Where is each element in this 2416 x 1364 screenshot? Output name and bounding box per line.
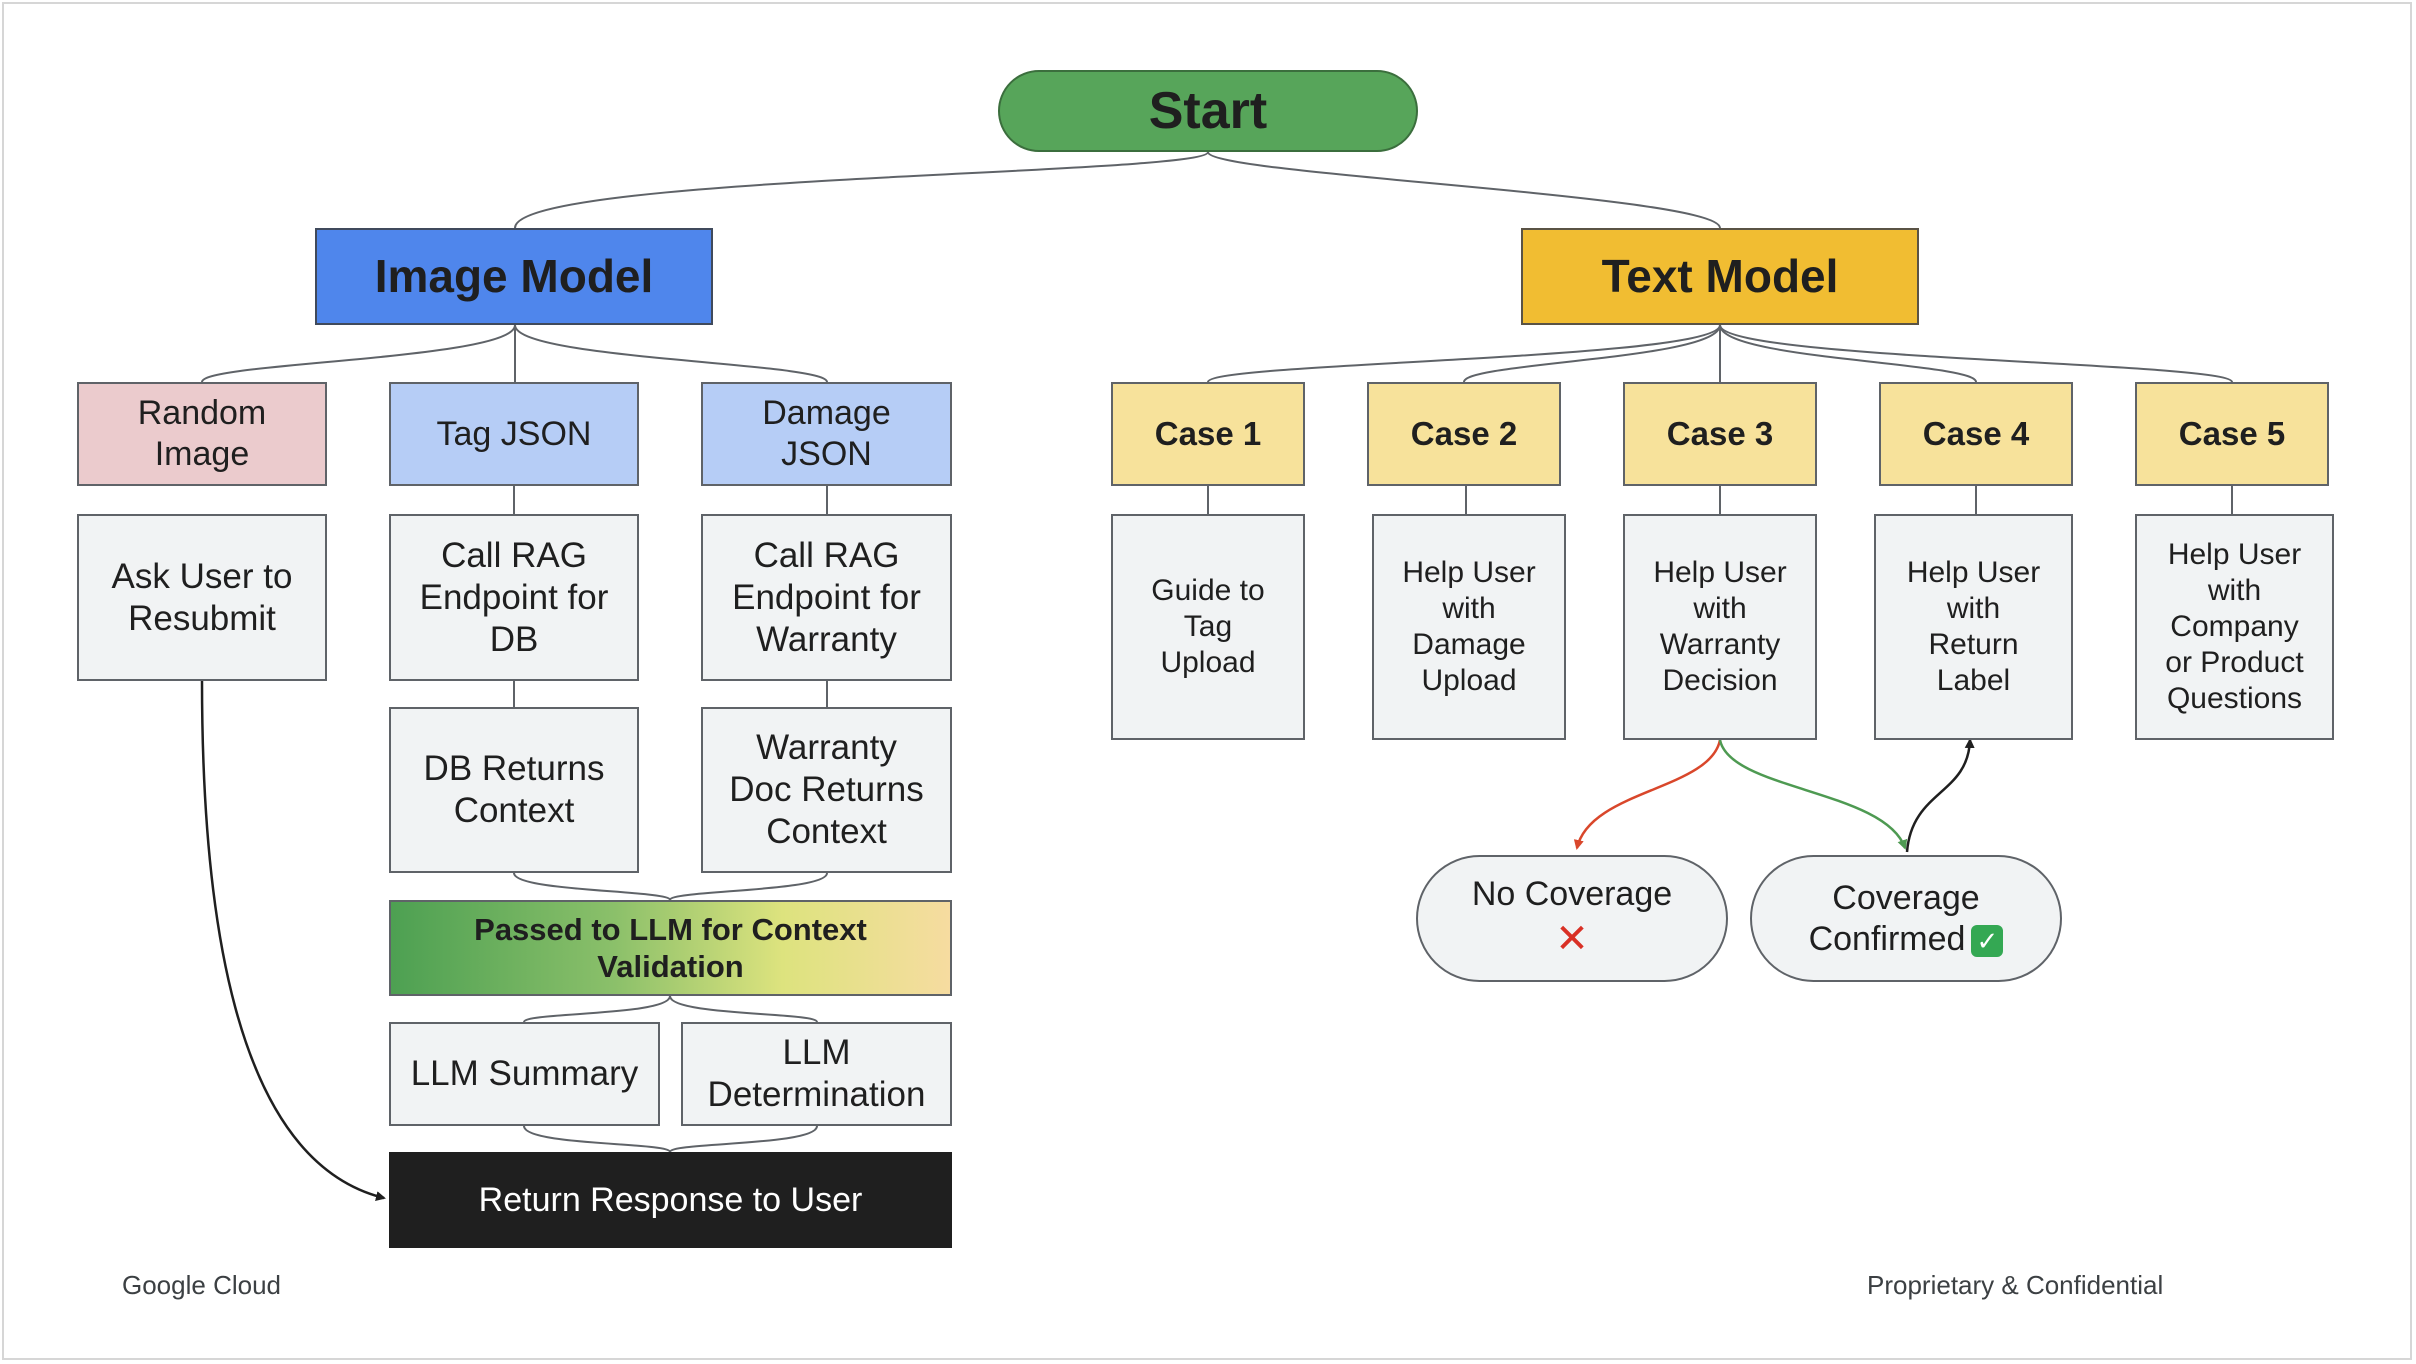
return-response-label: Return Response to User <box>478 1180 863 1219</box>
llm-validation-node: Passed to LLM for Context Validation <box>389 900 952 996</box>
case-4-node: Case 4 <box>1879 382 2073 486</box>
warranty-doc-context-label: Warranty Doc Returns Context <box>729 728 924 851</box>
case-1-label: Case 1 <box>1154 415 1262 453</box>
start-node: Start <box>998 70 1418 152</box>
case-1-action-node: Guide to Tag Upload <box>1111 514 1305 740</box>
no-coverage-node: No Coverage ✕ <box>1416 855 1728 982</box>
footer-brand: Google Cloud <box>122 1270 281 1300</box>
llm-summary-label: LLM Summary <box>410 1054 639 1093</box>
start-label: Start <box>1148 81 1268 140</box>
green-check-icon: ✓ <box>1971 924 2004 957</box>
call-rag-warranty-label: Call RAG Endpoint for Warranty <box>732 535 921 659</box>
case-5-action-node: Help User with Company or Product Questi… <box>2135 514 2334 740</box>
text-model-title: Text Model <box>1601 249 1839 302</box>
case-3-action-label: Help User with Warranty Decision <box>1653 556 1787 697</box>
case-2-node: Case 2 <box>1367 382 1561 486</box>
case-2-action-node: Help User with Damage Upload <box>1372 514 1566 740</box>
case-3-node: Case 3 <box>1623 382 1817 486</box>
case-3-label: Case 3 <box>1666 415 1774 453</box>
tag-json-node: Tag JSON <box>389 382 639 486</box>
damage-json-node: Damage JSON <box>701 382 952 486</box>
ask-user-resubmit-node: Ask User to Resubmit <box>77 514 327 681</box>
case-5-label: Case 5 <box>2178 415 2286 453</box>
case-4-action-label: Help User with Return Label <box>1906 556 2041 697</box>
llm-validation-label: Passed to LLM for Context Validation <box>474 911 867 984</box>
call-rag-db-node: Call RAG Endpoint for DB <box>389 514 639 681</box>
image-model-title: Image Model <box>374 249 654 302</box>
footer-confidential: Proprietary & Confidential <box>1867 1270 2164 1300</box>
case-3-action-node: Help User with Warranty Decision <box>1623 514 1817 740</box>
llm-determination-label: LLM Determination <box>707 1033 926 1114</box>
case-2-action-label: Help User with Damage Upload <box>1402 556 1536 697</box>
ask-user-resubmit-label: Ask User to Resubmit <box>111 556 293 638</box>
text-model-node: Text Model <box>1521 228 1919 325</box>
case-5-node: Case 5 <box>2135 382 2329 486</box>
llm-determination-node: LLM Determination <box>681 1022 952 1126</box>
case-1-action-label: Guide to Tag Upload <box>1151 574 1265 679</box>
call-rag-warranty-node: Call RAG Endpoint for Warranty <box>701 514 952 681</box>
no-coverage-label: No Coverage <box>1471 875 1673 914</box>
case-4-label: Case 4 <box>1922 415 2030 453</box>
coverage-confirmed-label: Coverage Confirmed <box>1808 878 1980 958</box>
coverage-confirmed-node: Coverage Confirmed✓ <box>1750 855 2062 982</box>
tag-json-label: Tag JSON <box>436 414 592 453</box>
case-1-node: Case 1 <box>1111 382 1305 486</box>
red-x-icon: ✕ <box>1555 916 1589 961</box>
warranty-doc-context-node: Warranty Doc Returns Context <box>701 707 952 873</box>
case-2-label: Case 2 <box>1410 415 1518 453</box>
damage-json-label: Damage JSON <box>762 394 891 473</box>
image-model-node: Image Model <box>315 228 713 325</box>
random-image-node: Random Image <box>77 382 327 486</box>
call-rag-db-label: Call RAG Endpoint for DB <box>419 535 609 659</box>
case-4-action-node: Help User with Return Label <box>1874 514 2073 740</box>
random-image-label: Random Image <box>137 394 267 473</box>
case-5-action-label: Help User with Company or Product Questi… <box>2165 538 2304 715</box>
db-returns-context-node: DB Returns Context <box>389 707 639 873</box>
return-response-node: Return Response to User <box>389 1152 952 1248</box>
db-returns-context-label: DB Returns Context <box>423 749 605 830</box>
llm-summary-node: LLM Summary <box>389 1022 660 1126</box>
